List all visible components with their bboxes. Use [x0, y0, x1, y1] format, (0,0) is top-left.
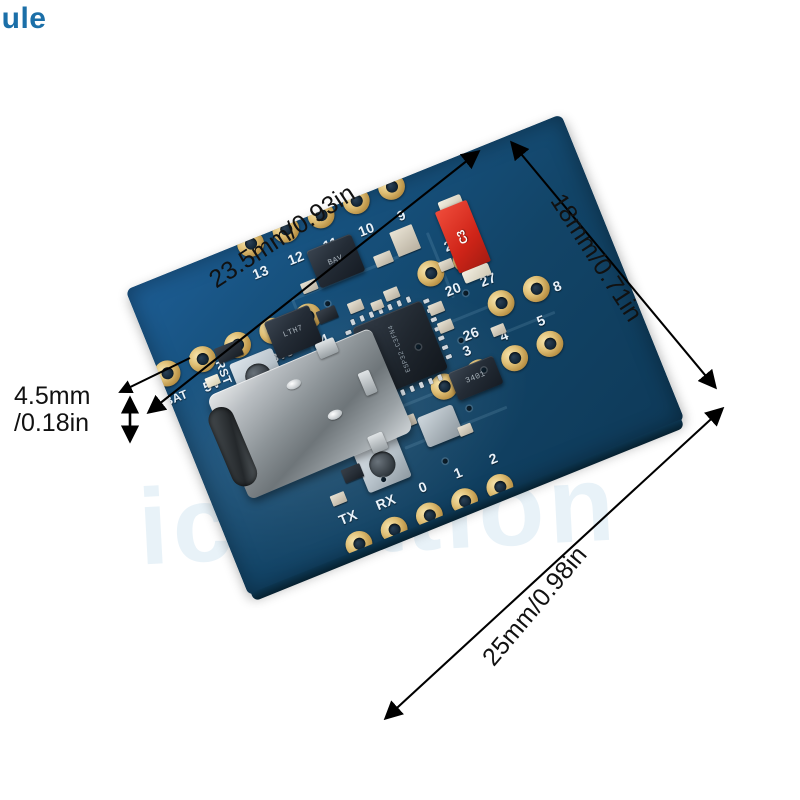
dimension-label-4-5mm-line2: /0.18in	[14, 409, 90, 437]
arrow-25mm	[383, 406, 725, 721]
arrow-23-5mm	[146, 150, 481, 414]
dimension-label-4-5mm-line1: 4.5mm	[14, 382, 91, 410]
arrow-18mm	[509, 140, 718, 390]
dimension-label-4-5mm: 4.5mm /0.18in	[14, 383, 90, 437]
leader-4-5mm	[118, 357, 191, 394]
page-title: odule	[0, 2, 47, 35]
